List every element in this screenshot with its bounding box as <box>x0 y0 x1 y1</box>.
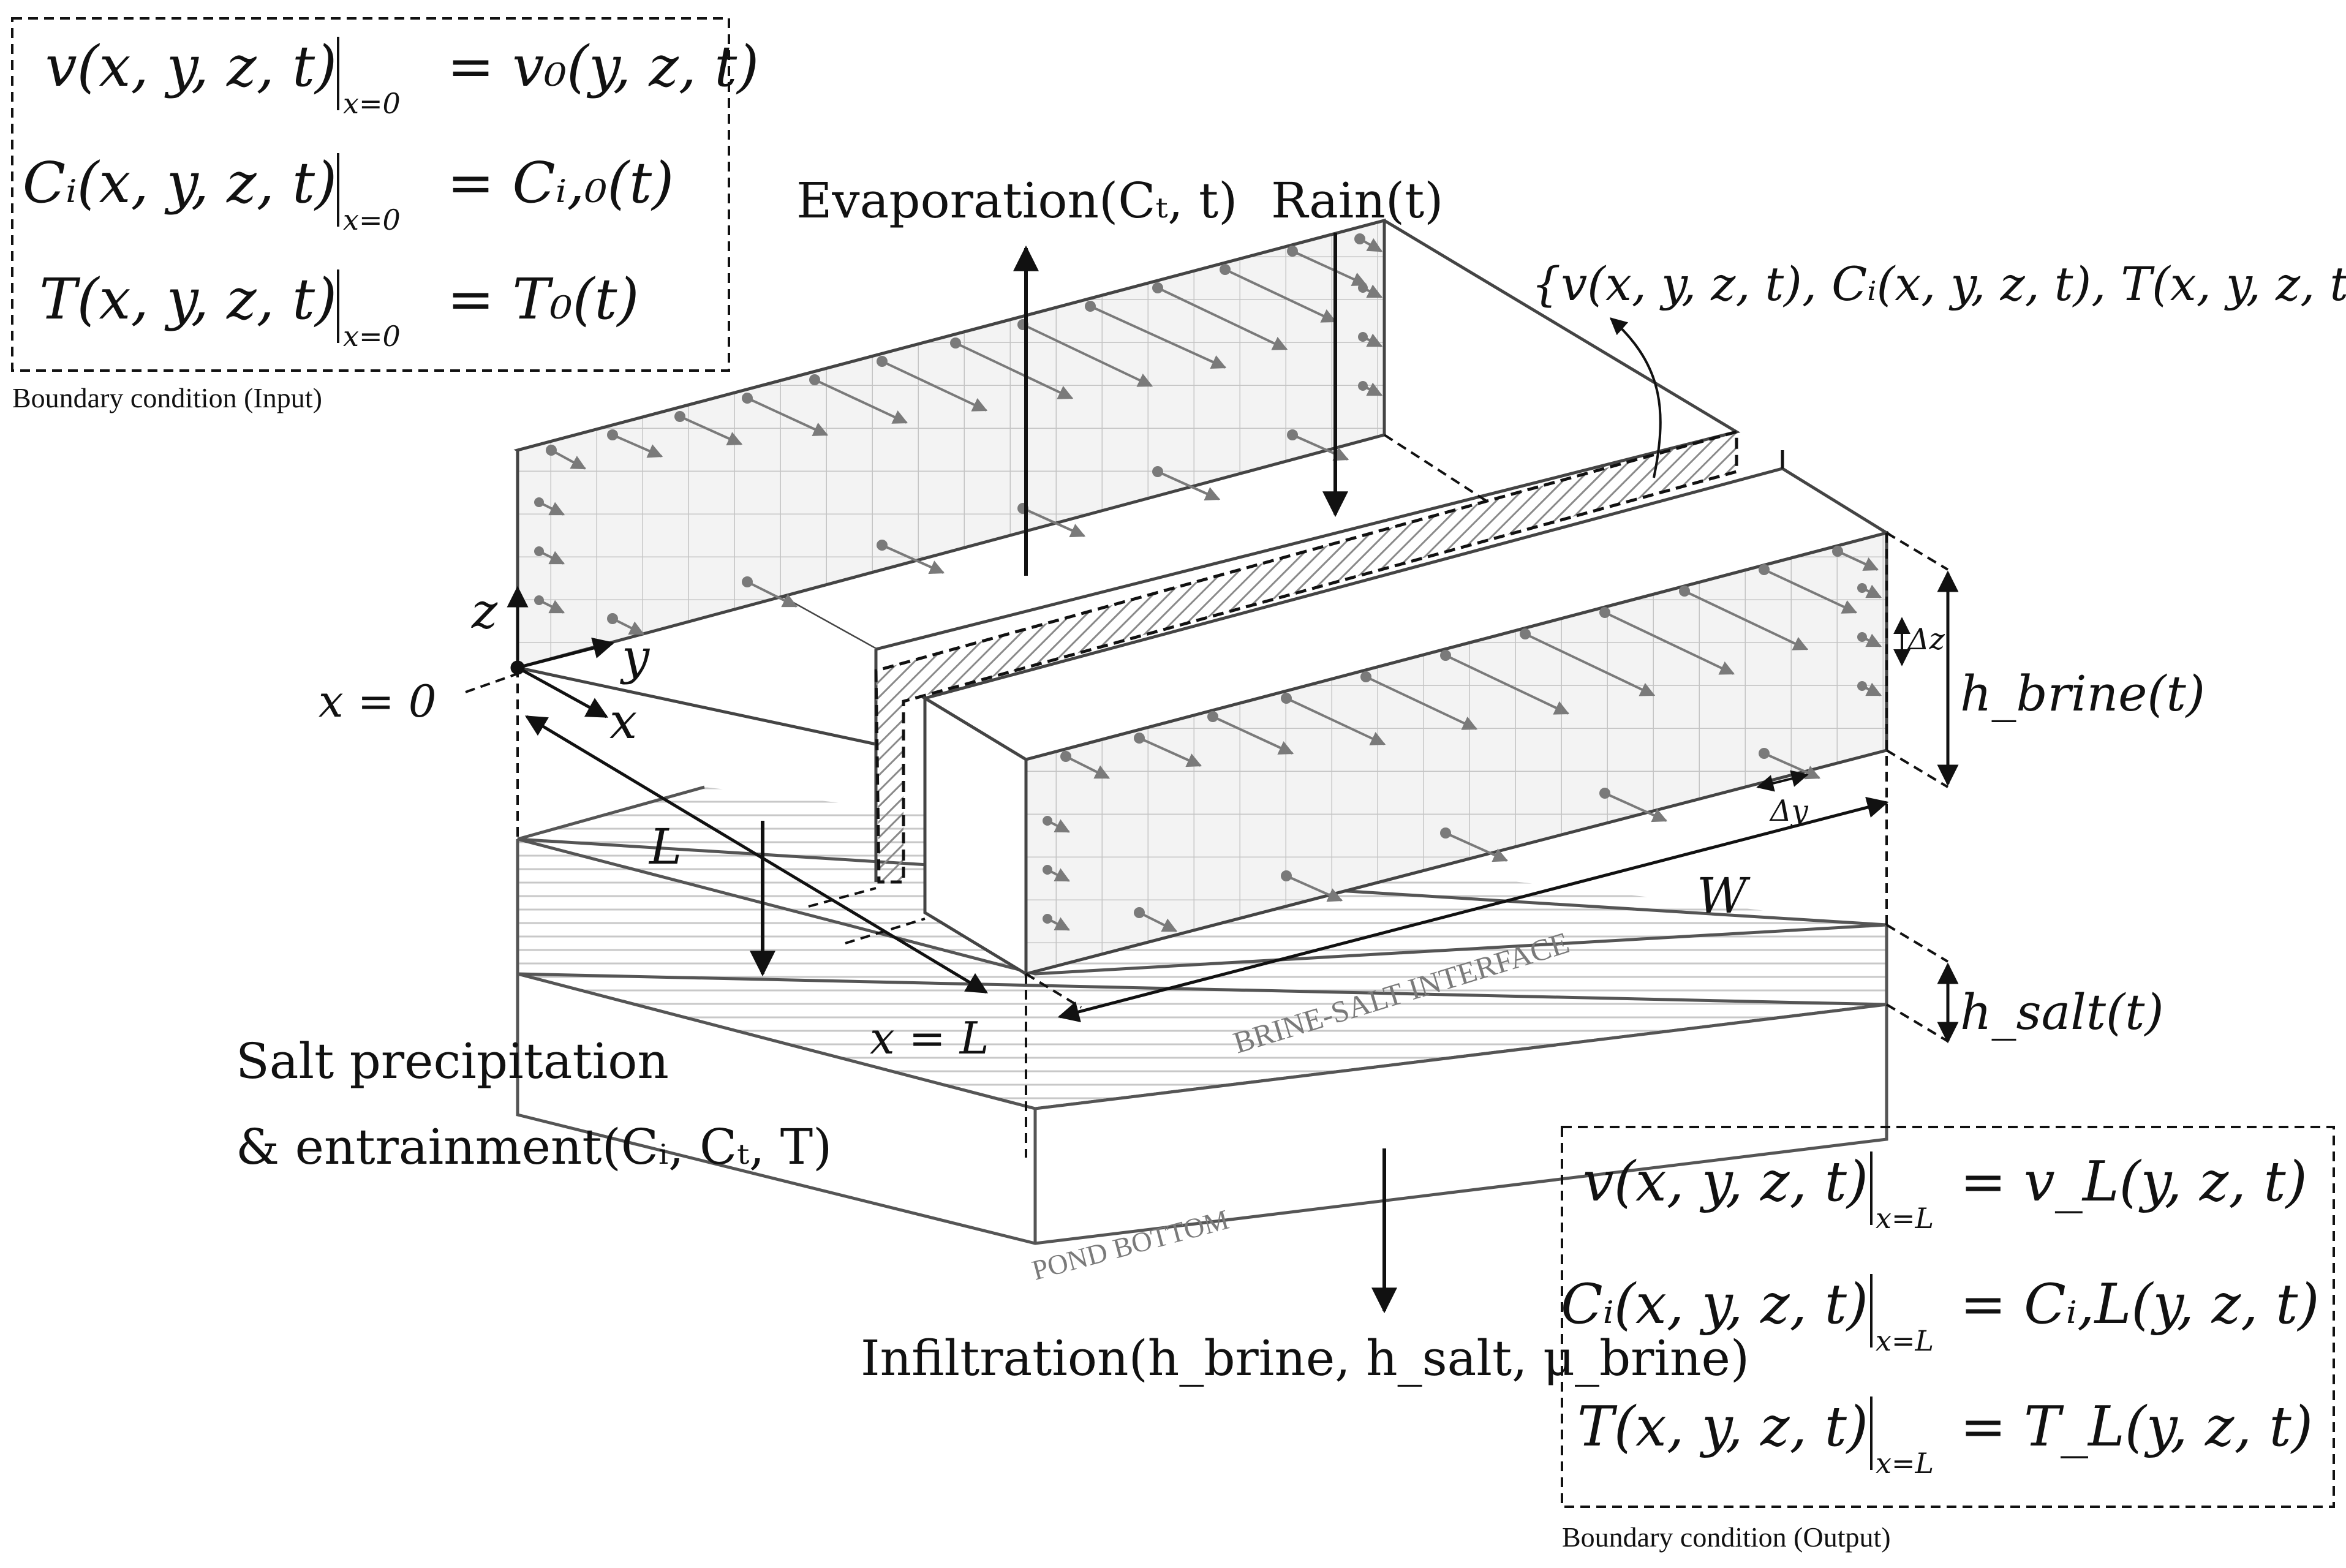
velocity-arrow <box>1759 748 1821 780</box>
bc-in-eq3-rhs: = T₀(t) <box>447 266 639 332</box>
velocity-arrow <box>1358 332 1383 347</box>
velocity-arrow <box>1832 546 1879 571</box>
rain-label: Rain(t) <box>1271 172 1443 229</box>
bc-input-caption: Boundary condition (Input) <box>12 382 322 413</box>
velocity-arrow <box>534 497 565 516</box>
velocity-arrow <box>742 576 798 608</box>
velocity-arrow <box>809 374 908 424</box>
x0-label: x = 0 <box>319 676 437 727</box>
velocity-arrow <box>1354 233 1383 252</box>
velocity-arrow <box>607 613 645 635</box>
h-brine-label: h_brine(t) <box>1960 665 2205 722</box>
velocity-arrow <box>1360 671 1478 730</box>
W-dimension-arrow <box>1057 796 1889 1023</box>
xL-label: x = L <box>870 1012 989 1064</box>
dy-label: Δy <box>1769 794 1809 828</box>
bc-out-eq2-lhs: Cᵢ(x, y, z, t) <box>1561 1272 1868 1336</box>
W-label: W <box>1697 867 1751 924</box>
velocity-arrow <box>1520 628 1656 696</box>
velocity-arrow <box>742 393 829 436</box>
bc-out-eq3-lhs: T(x, y, z, t) <box>1577 1395 1868 1459</box>
bc-in-eq1-rhs: = v₀(y, z, t) <box>447 34 759 99</box>
velocity-arrow <box>1599 607 1735 675</box>
h-salt-label: h_salt(t) <box>1960 984 2164 1041</box>
state-leader-arrow <box>1609 317 1662 478</box>
velocity-arrow <box>534 546 565 565</box>
velocity-arrow <box>1134 733 1202 767</box>
velocity-arrow <box>1358 381 1383 396</box>
velocity-arrow <box>1152 282 1288 350</box>
bc-in-eq2-sub: x=0 <box>343 203 401 236</box>
bc-in-eq3-lhs: T(x, y, z, t) <box>39 266 337 332</box>
upstream-block <box>513 218 1741 884</box>
velocity-arrows-upstream <box>534 233 1383 635</box>
y-axis-arrow <box>517 637 615 669</box>
velocity-arrow <box>1857 681 1882 696</box>
velocity-arrows-downstream <box>1043 546 1882 932</box>
velocity-arrow <box>1220 264 1337 323</box>
infiltration-label: Infiltration(h_brine, h_salt, μ_brine) <box>861 1330 1749 1387</box>
bc-out-eq1-lhs: v(x, y, z, t) <box>1583 1150 1868 1214</box>
boundary-input-box: v(x, y, z, t) x=0 = v₀(y, z, t) Cᵢ(x, y,… <box>11 17 759 372</box>
state-variables-label: {v(x, y, z, t), Cᵢ(x, y, z, t), T(x, y, … <box>1531 257 2346 311</box>
velocity-arrow <box>1857 583 1882 598</box>
bc-out-eq1-rhs: = v_L(y, z, t) <box>1960 1150 2307 1214</box>
velocity-arrow <box>1085 301 1227 369</box>
dy-arrow <box>1756 770 1809 792</box>
bc-out-eq1-sub: x=L <box>1876 1202 1934 1235</box>
bc-in-eq1-lhs: v(x, y, z, t) <box>45 34 337 99</box>
bc-in-eq2-rhs: = Cᵢ,₀(t) <box>447 150 674 216</box>
bc-out-eq2-rhs: = Cᵢ,L(y, z, t) <box>1960 1272 2320 1336</box>
velocity-arrow <box>1287 246 1368 286</box>
velocity-arrow <box>1440 650 1570 715</box>
axes-origin <box>507 586 615 718</box>
velocity-arrow <box>1358 283 1383 298</box>
boundary-output-box: v(x, y, z, t) x=L = v_L(y, z, t) Cᵢ(x, y… <box>1561 1126 2335 1508</box>
bc-out-eq3-rhs: = T_L(y, z, t) <box>1960 1395 2313 1459</box>
velocity-arrow <box>546 445 587 470</box>
construction-lines <box>465 434 1949 1158</box>
velocity-arrow <box>1281 693 1386 745</box>
boundary-input-frame <box>11 17 730 372</box>
L-dimension-arrow <box>524 715 989 994</box>
velocity-arrow <box>1060 751 1111 779</box>
x-axis-arrow <box>516 666 609 718</box>
axis-z-label: z <box>471 582 498 639</box>
bc-in-eq3-sub: x=0 <box>343 320 401 353</box>
velocity-arrow <box>1857 632 1882 647</box>
axis-y-label: y <box>620 628 651 685</box>
velocity-arrow <box>1152 466 1221 501</box>
L-label: L <box>648 818 682 875</box>
bc-output-caption: Boundary condition (Output) <box>1562 1521 1891 1553</box>
velocity-arrow <box>877 356 988 412</box>
bc-in-eq2-lhs: Cᵢ(x, y, z, t) <box>23 150 337 216</box>
velocity-arrow <box>1679 586 1809 650</box>
bc-out-eq3-sub: x=L <box>1876 1447 1934 1480</box>
bc-out-eq2-sub: x=L <box>1876 1324 1934 1357</box>
velocity-arrow <box>950 337 1074 399</box>
dz-label: Δz <box>1907 622 1945 657</box>
salt-precipitation-label-1: Salt precipitation <box>236 1033 669 1090</box>
evaporation-label: Evaporation(Cₜ, t) <box>796 172 1237 229</box>
salt-precipitation-label-2: & entrainment(Cᵢ, Cₜ, T) <box>236 1118 832 1175</box>
velocity-arrow <box>877 540 945 575</box>
velocity-arrow <box>1759 564 1858 614</box>
velocity-arrow <box>607 429 663 458</box>
velocity-arrow <box>674 411 743 446</box>
velocity-arrow <box>1287 429 1349 461</box>
velocity-arrow <box>1207 711 1294 755</box>
axis-x-label: x <box>609 693 637 750</box>
bc-in-eq1-sub: x=0 <box>343 87 401 120</box>
boundary-output-frame <box>1561 1126 2335 1508</box>
velocity-arrow <box>534 595 565 614</box>
